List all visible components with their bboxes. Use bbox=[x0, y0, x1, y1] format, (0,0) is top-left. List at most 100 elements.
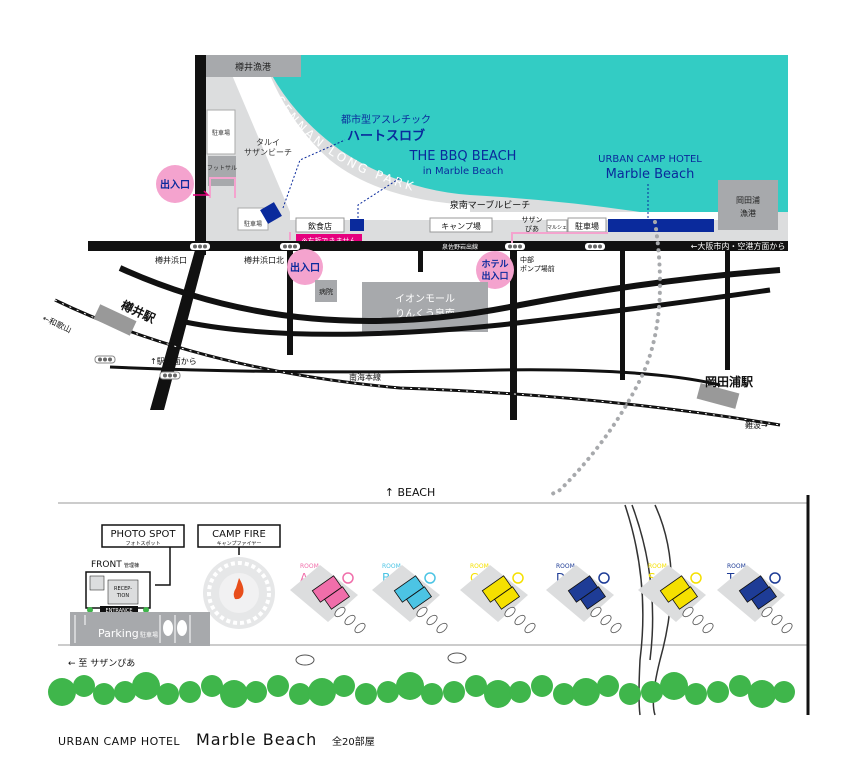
tree-icon bbox=[93, 683, 115, 705]
tree-icon bbox=[220, 680, 248, 708]
signal-chubu-label-2: ポンプ場前 bbox=[520, 264, 555, 273]
front-tree bbox=[87, 607, 93, 613]
hotel-title: Marble Beach bbox=[606, 167, 695, 182]
small-parking-label: 駐車場 bbox=[244, 220, 262, 228]
entrance-mid-label: 出入口 bbox=[290, 261, 320, 274]
car-icon bbox=[514, 614, 526, 626]
rooms-group: ROOMAROOMBROOMCROOMDROOMSROOMT bbox=[290, 563, 793, 634]
tree-icon bbox=[685, 683, 707, 705]
restaurant-block bbox=[295, 217, 345, 233]
port-east-block bbox=[718, 180, 778, 230]
entrance-tag bbox=[100, 606, 138, 613]
no-right-turn-tag bbox=[296, 234, 362, 245]
signal-icon bbox=[585, 243, 605, 250]
car-icon bbox=[177, 620, 187, 636]
right-parking-label: 駐車場 bbox=[575, 221, 599, 231]
room-word-label: ROOM bbox=[727, 563, 746, 570]
tree-icon bbox=[443, 681, 465, 703]
route-hotel bbox=[511, 232, 608, 245]
car-icon bbox=[436, 622, 448, 634]
tree-icon bbox=[660, 672, 688, 700]
tree-icon bbox=[289, 683, 311, 705]
athletic-title: ハートスロブ bbox=[347, 128, 425, 144]
entrance-bubble-left bbox=[156, 165, 194, 203]
tree-icon bbox=[597, 675, 619, 697]
room-building bbox=[750, 586, 778, 610]
room-tub-icon bbox=[512, 572, 524, 584]
tree-icon bbox=[267, 675, 289, 697]
parking-label: Parking bbox=[98, 627, 139, 640]
from-osaka-label: ←大阪市内・空港方面から bbox=[691, 241, 786, 251]
room-letter-label: B bbox=[382, 571, 390, 585]
camp-fire-ring bbox=[207, 561, 271, 625]
hotel-sub: URBAN CAMP HOTEL bbox=[598, 154, 702, 165]
railway-ties bbox=[54, 299, 781, 426]
tree-icon bbox=[157, 683, 179, 705]
tree-icon bbox=[619, 683, 641, 705]
tree-icon bbox=[396, 672, 424, 700]
car-icon bbox=[702, 622, 714, 634]
car-icon bbox=[426, 614, 438, 626]
bbq-sub: in Marble Beach bbox=[423, 166, 504, 177]
beach-label: ↑ BEACH bbox=[385, 486, 436, 499]
highway-1 bbox=[118, 265, 781, 324]
from-station-south-label: ↑駅方面から bbox=[150, 356, 197, 366]
fire-icon bbox=[233, 578, 244, 600]
front-sub: 管理棟 bbox=[124, 562, 139, 569]
tree-icon bbox=[308, 678, 336, 706]
car-icon bbox=[682, 606, 694, 618]
photo-spot-box bbox=[101, 524, 185, 548]
parking-slots bbox=[74, 615, 191, 643]
marche-label: マルシェ bbox=[547, 225, 567, 231]
tree-icon bbox=[572, 678, 600, 706]
hospital-block bbox=[315, 280, 337, 302]
entrance-left-arrow bbox=[193, 190, 210, 196]
sea-area bbox=[262, 55, 788, 212]
room-tub-icon bbox=[342, 572, 354, 584]
campground-label: キャンプ場 bbox=[441, 221, 481, 231]
hotel-entrance-2: 出入口 bbox=[481, 270, 508, 282]
signal-icon bbox=[505, 243, 525, 250]
sazanbia-label-1: サザン bbox=[522, 216, 543, 224]
car-icon bbox=[781, 622, 793, 634]
photo-spot-sub: フォトスポット bbox=[125, 540, 160, 547]
marble-beach-strip bbox=[290, 212, 720, 220]
route-left bbox=[209, 177, 236, 198]
room-letter-label: T bbox=[726, 571, 735, 585]
car-icon bbox=[610, 622, 622, 634]
sazanbia-label-2: ぴあ bbox=[525, 225, 539, 233]
tree-icon bbox=[333, 675, 355, 697]
futsal-label: フットサル bbox=[207, 165, 237, 172]
port-north-label: 樽井漁港 bbox=[235, 61, 271, 73]
room-building bbox=[405, 586, 433, 610]
car-icon bbox=[692, 614, 704, 626]
no-right-turn-label: ※右折できません bbox=[302, 236, 357, 245]
aeon-block bbox=[362, 282, 488, 332]
room-word-label: ROOM bbox=[648, 563, 667, 570]
station-okadaura-block bbox=[696, 383, 740, 409]
zoom-connector bbox=[546, 220, 662, 498]
station-tarui-block bbox=[93, 304, 137, 336]
tree-icon bbox=[509, 681, 531, 703]
tree-icon bbox=[179, 681, 201, 703]
hotel-marker bbox=[608, 219, 714, 232]
front-room-1 bbox=[89, 575, 105, 591]
car-icon bbox=[761, 606, 773, 618]
tree-icon bbox=[48, 678, 76, 706]
tree-icon bbox=[707, 681, 729, 703]
reception-label-2: TION bbox=[116, 593, 129, 599]
athletic-leader bbox=[282, 139, 346, 209]
parking-sub: 駐車場 bbox=[140, 631, 158, 639]
nankai-line-label: 南海本線 bbox=[349, 372, 381, 382]
local-road bbox=[109, 365, 721, 387]
tree-icon bbox=[729, 675, 751, 697]
room-building bbox=[579, 586, 607, 610]
car-icon bbox=[447, 652, 467, 664]
road-far-right bbox=[725, 250, 730, 370]
tree-icon bbox=[73, 675, 95, 697]
camp-fire-sub: キャンプファイヤー bbox=[217, 541, 262, 547]
road-name: 泉佐野岩出線 bbox=[442, 243, 478, 251]
to-wakayama-label: ←和歌山 bbox=[41, 313, 73, 335]
road-chubu bbox=[510, 250, 517, 420]
